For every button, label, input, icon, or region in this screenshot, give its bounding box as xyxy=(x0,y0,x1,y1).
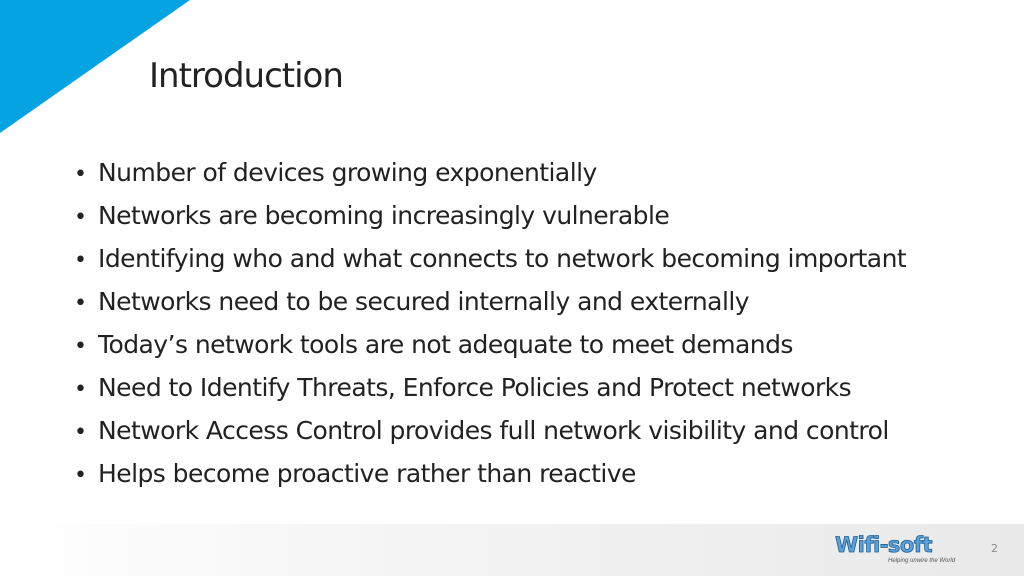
bullet-text: Helps become proactive rather than react… xyxy=(98,459,636,488)
corner-accent-triangle xyxy=(0,0,190,133)
logo-brand-text: Wifi-soft xyxy=(835,533,933,558)
bullet-text: Today’s network tools are not adequate t… xyxy=(98,330,793,359)
bullet-text: Need to Identify Threats, Enforce Polici… xyxy=(98,373,852,402)
bullet-item: • Number of devices growing exponentially xyxy=(74,151,906,194)
bullet-text: Number of devices growing exponentially xyxy=(98,158,597,187)
wifi-soft-logo: Wifi-soft Helping unwire the World xyxy=(835,533,955,569)
bullet-item: • Need to Identify Threats, Enforce Polic… xyxy=(74,366,906,409)
logo-tagline: Helping unwire the World xyxy=(888,558,956,564)
bullet-icon: • xyxy=(74,463,87,488)
bullet-text: Networks are becoming increasingly vulne… xyxy=(98,201,670,230)
bullet-text: Networks need to be secured internally a… xyxy=(98,287,750,316)
bullet-icon: • xyxy=(74,162,87,187)
bullet-icon: • xyxy=(74,205,87,230)
bullet-item: • Today’s network tools are not adequate … xyxy=(74,323,906,366)
footer-bar xyxy=(0,524,1024,576)
bullet-icon: • xyxy=(74,248,87,273)
bullet-icon: • xyxy=(74,291,87,316)
bullet-icon: • xyxy=(74,420,87,445)
bullet-icon: • xyxy=(74,377,87,402)
bullet-item: • Network Access Control provides full ne… xyxy=(74,409,906,452)
slide-title: Introduction xyxy=(149,56,344,96)
page-number: 2 xyxy=(991,542,998,555)
bullet-list: • Number of devices growing exponentially… xyxy=(74,151,907,495)
bullet-item: • Networks are becoming increasingly vuln… xyxy=(74,194,906,237)
bullet-text: Network Access Control provides full net… xyxy=(98,416,889,445)
bullet-text: Identifying who and what connects to net… xyxy=(98,244,907,273)
bullet-item: • Helps become proactive rather than reac… xyxy=(74,452,906,495)
bullet-item: • Identifying who and what connects to ne… xyxy=(74,237,907,280)
bullet-icon: • xyxy=(74,334,87,359)
bullet-item: • Networks need to be secured internally … xyxy=(74,280,906,323)
